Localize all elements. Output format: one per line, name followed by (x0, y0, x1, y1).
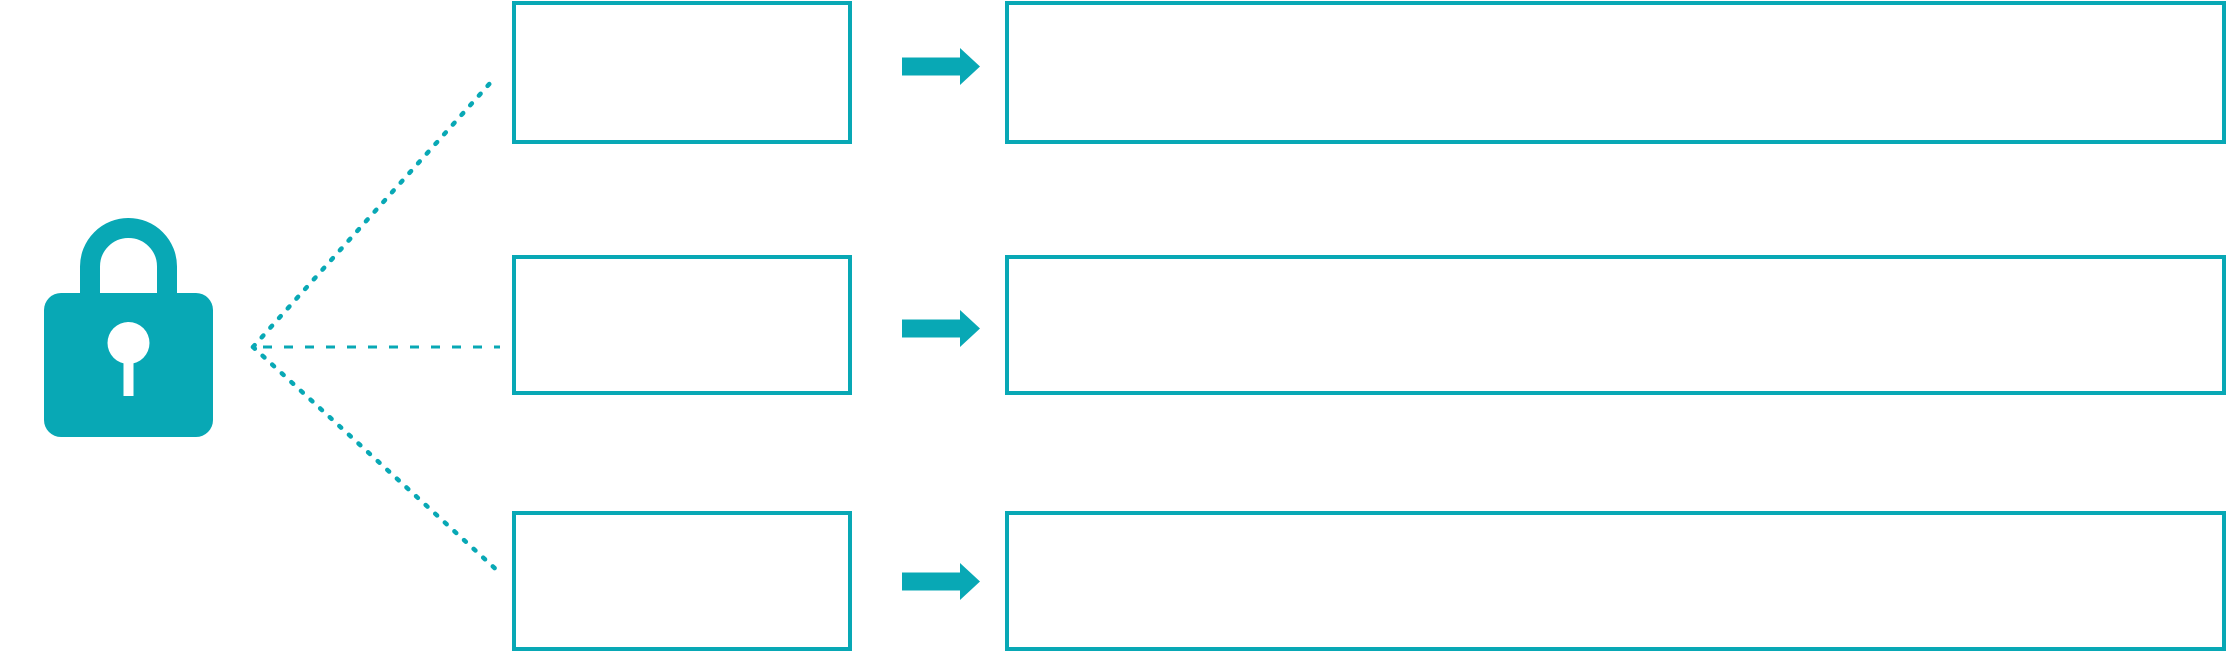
detail-box-3 (1005, 511, 2226, 651)
lock-shackle (80, 218, 177, 323)
arrow-shape (902, 310, 980, 347)
lock-keyhole-circle (107, 322, 150, 364)
lock-icon (44, 218, 213, 437)
connector-line-top (250, 78, 495, 350)
arrow-right-icon (902, 48, 980, 85)
lock-keyhole-stem (123, 348, 134, 396)
arrow-right-icon (902, 310, 980, 347)
detail-box-1 (1005, 1, 2226, 144)
category-box-1 (512, 1, 852, 144)
arrow-shape (902, 48, 980, 85)
category-box-2 (512, 255, 852, 395)
arrow-shape (902, 563, 980, 600)
detail-box-2 (1005, 255, 2226, 395)
category-box-3 (512, 511, 852, 651)
arrow-right-icon (902, 563, 980, 600)
connector-line-bottom (250, 344, 503, 576)
